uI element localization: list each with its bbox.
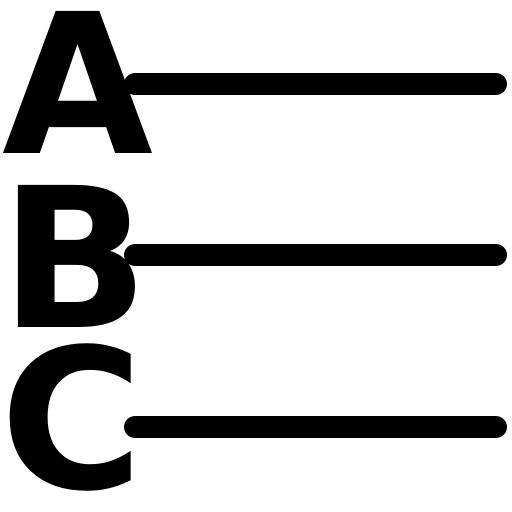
list-item: C	[0, 307, 507, 512]
list-item: A	[2, 0, 507, 199]
letter-a: A	[2, 0, 153, 199]
letter-c: C	[0, 307, 143, 512]
list-item: B	[0, 146, 507, 373]
letter-b: B	[0, 146, 149, 373]
